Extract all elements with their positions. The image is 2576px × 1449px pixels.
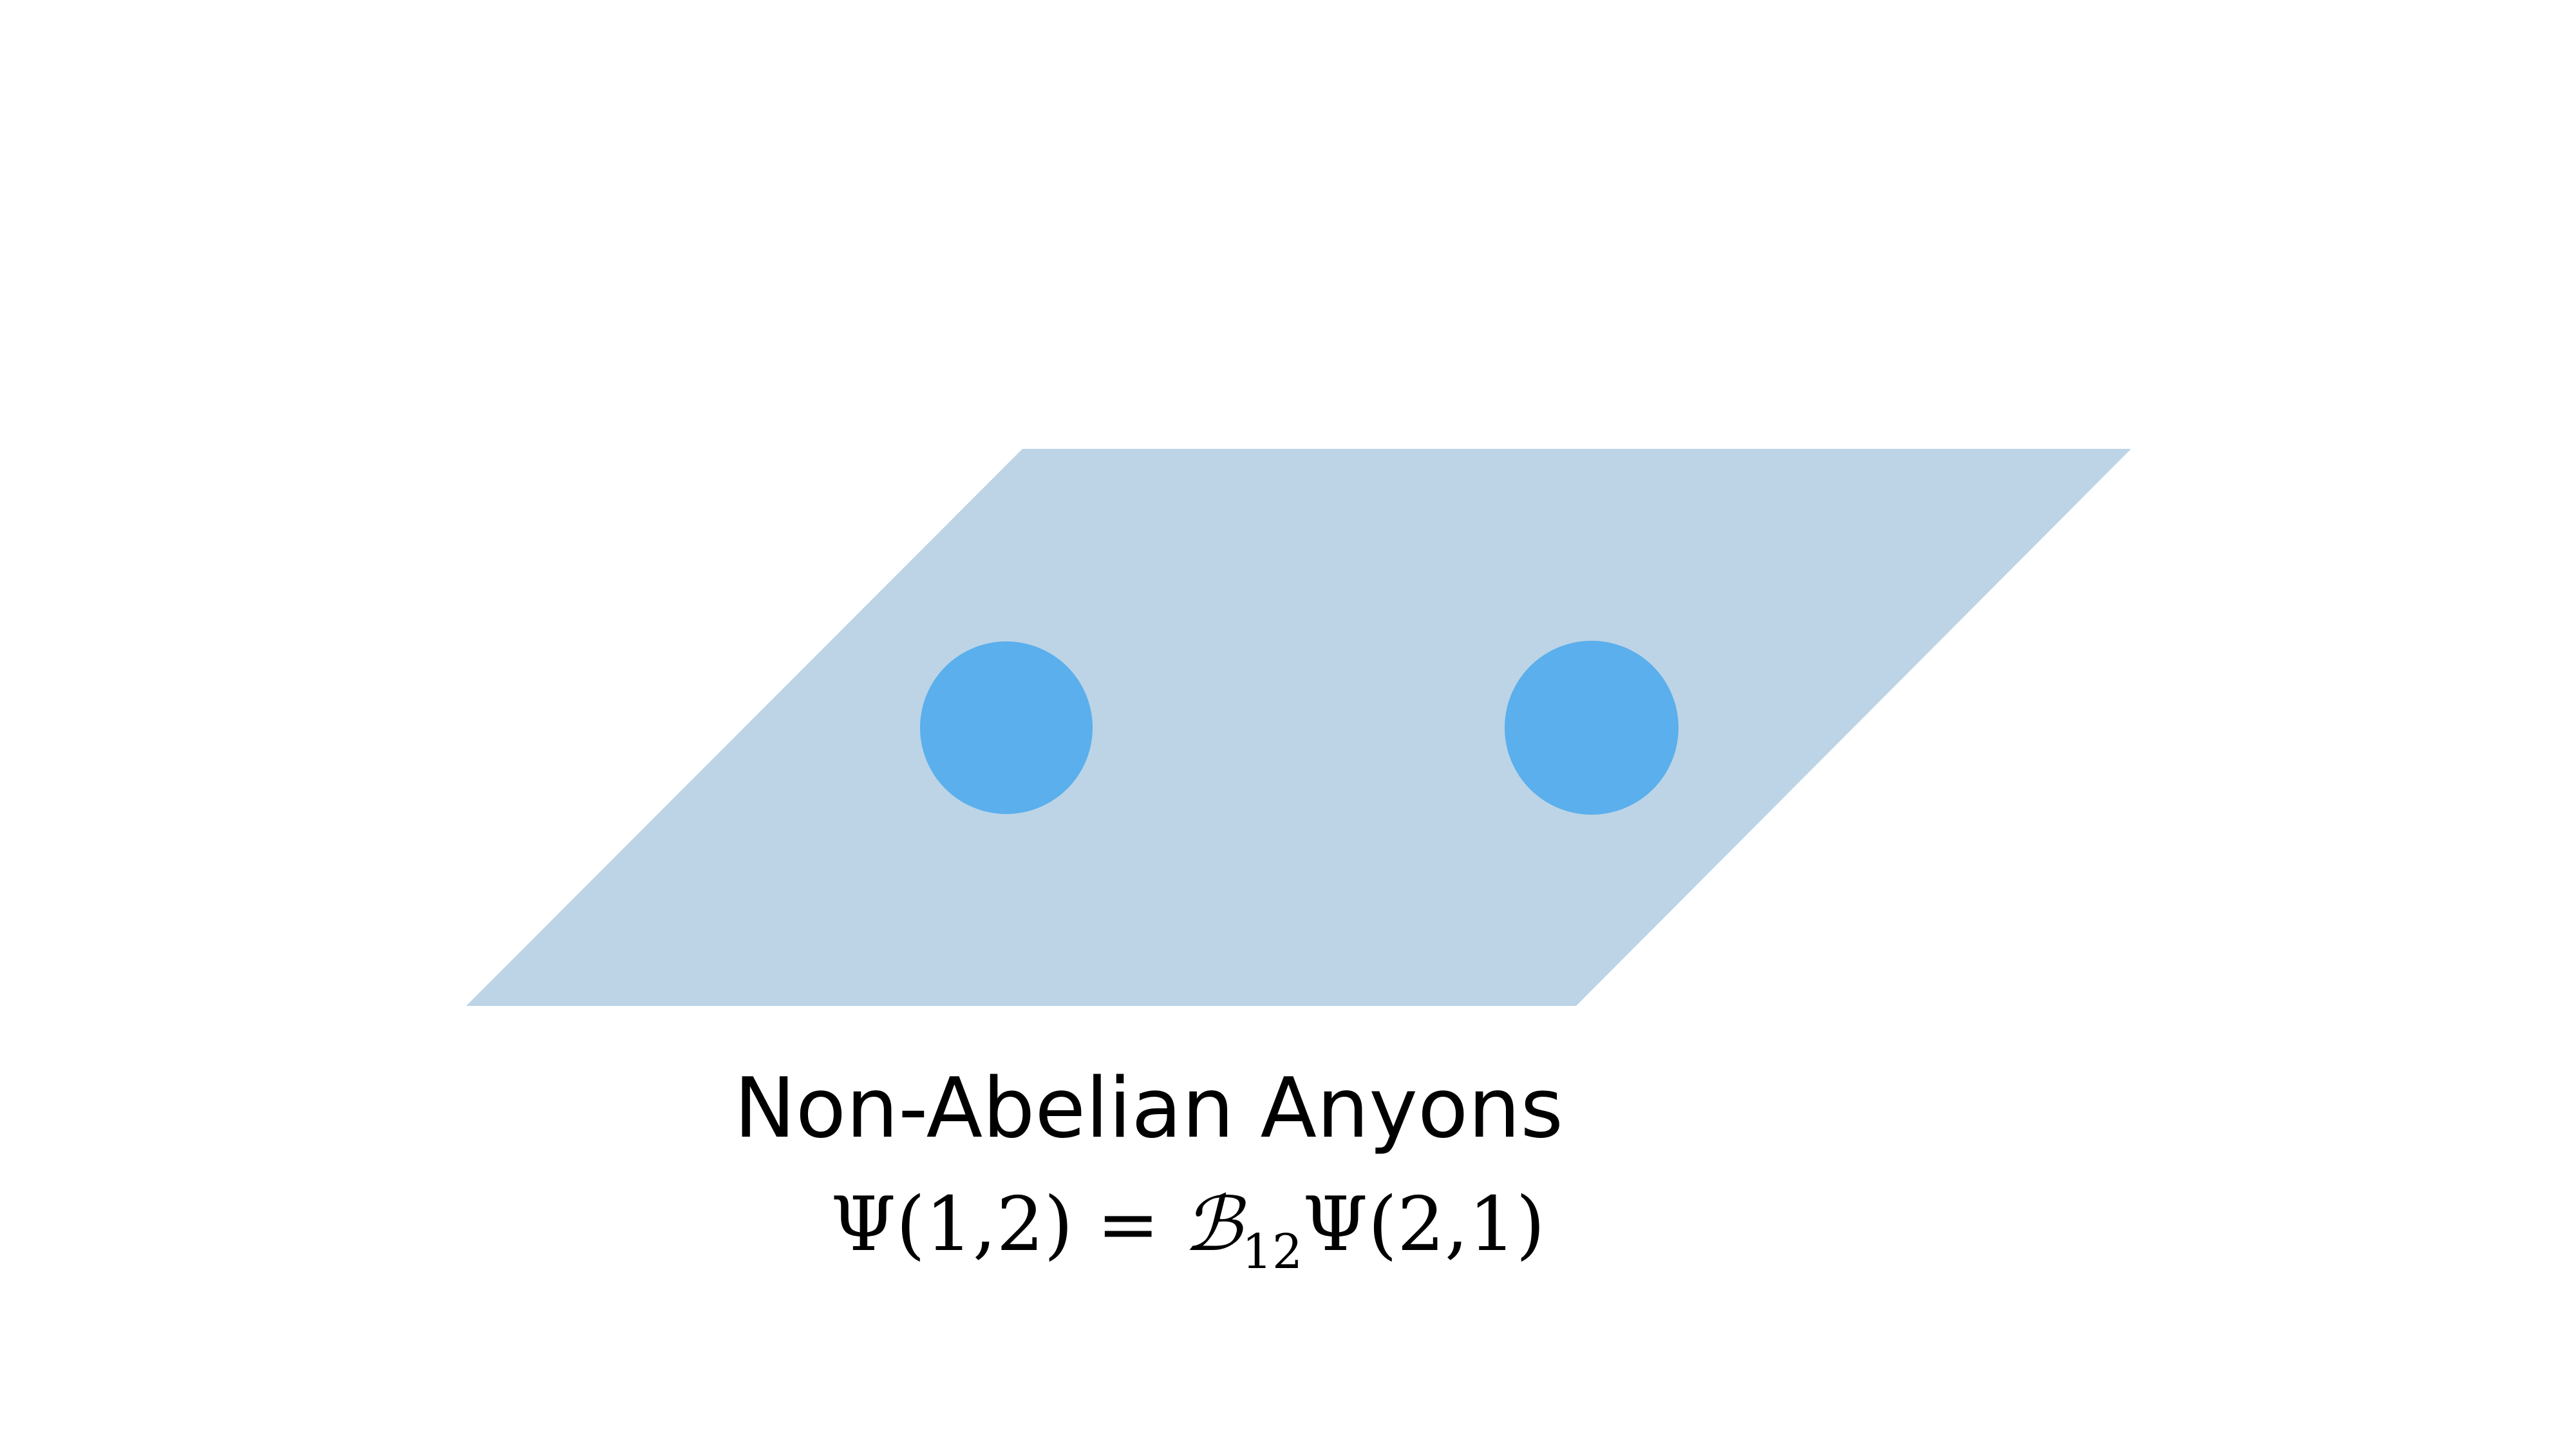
particle-1 [920, 641, 1093, 814]
two-dimensional-plane [466, 449, 2131, 1006]
braiding-formula: Ψ(1,2) = ℬ12Ψ(2,1) [831, 1180, 1545, 1276]
formula-rhs: Ψ(2,1) [1302, 1181, 1545, 1268]
formula-lhs: Ψ(1,2) = [831, 1181, 1183, 1268]
particle-2 [1505, 641, 1678, 815]
braid-operator-subscript: 12 [1241, 1224, 1303, 1280]
diagram-caption: Non-Abelian Anyons [734, 1061, 1564, 1157]
braid-operator-symbol: ℬ [1183, 1181, 1242, 1268]
